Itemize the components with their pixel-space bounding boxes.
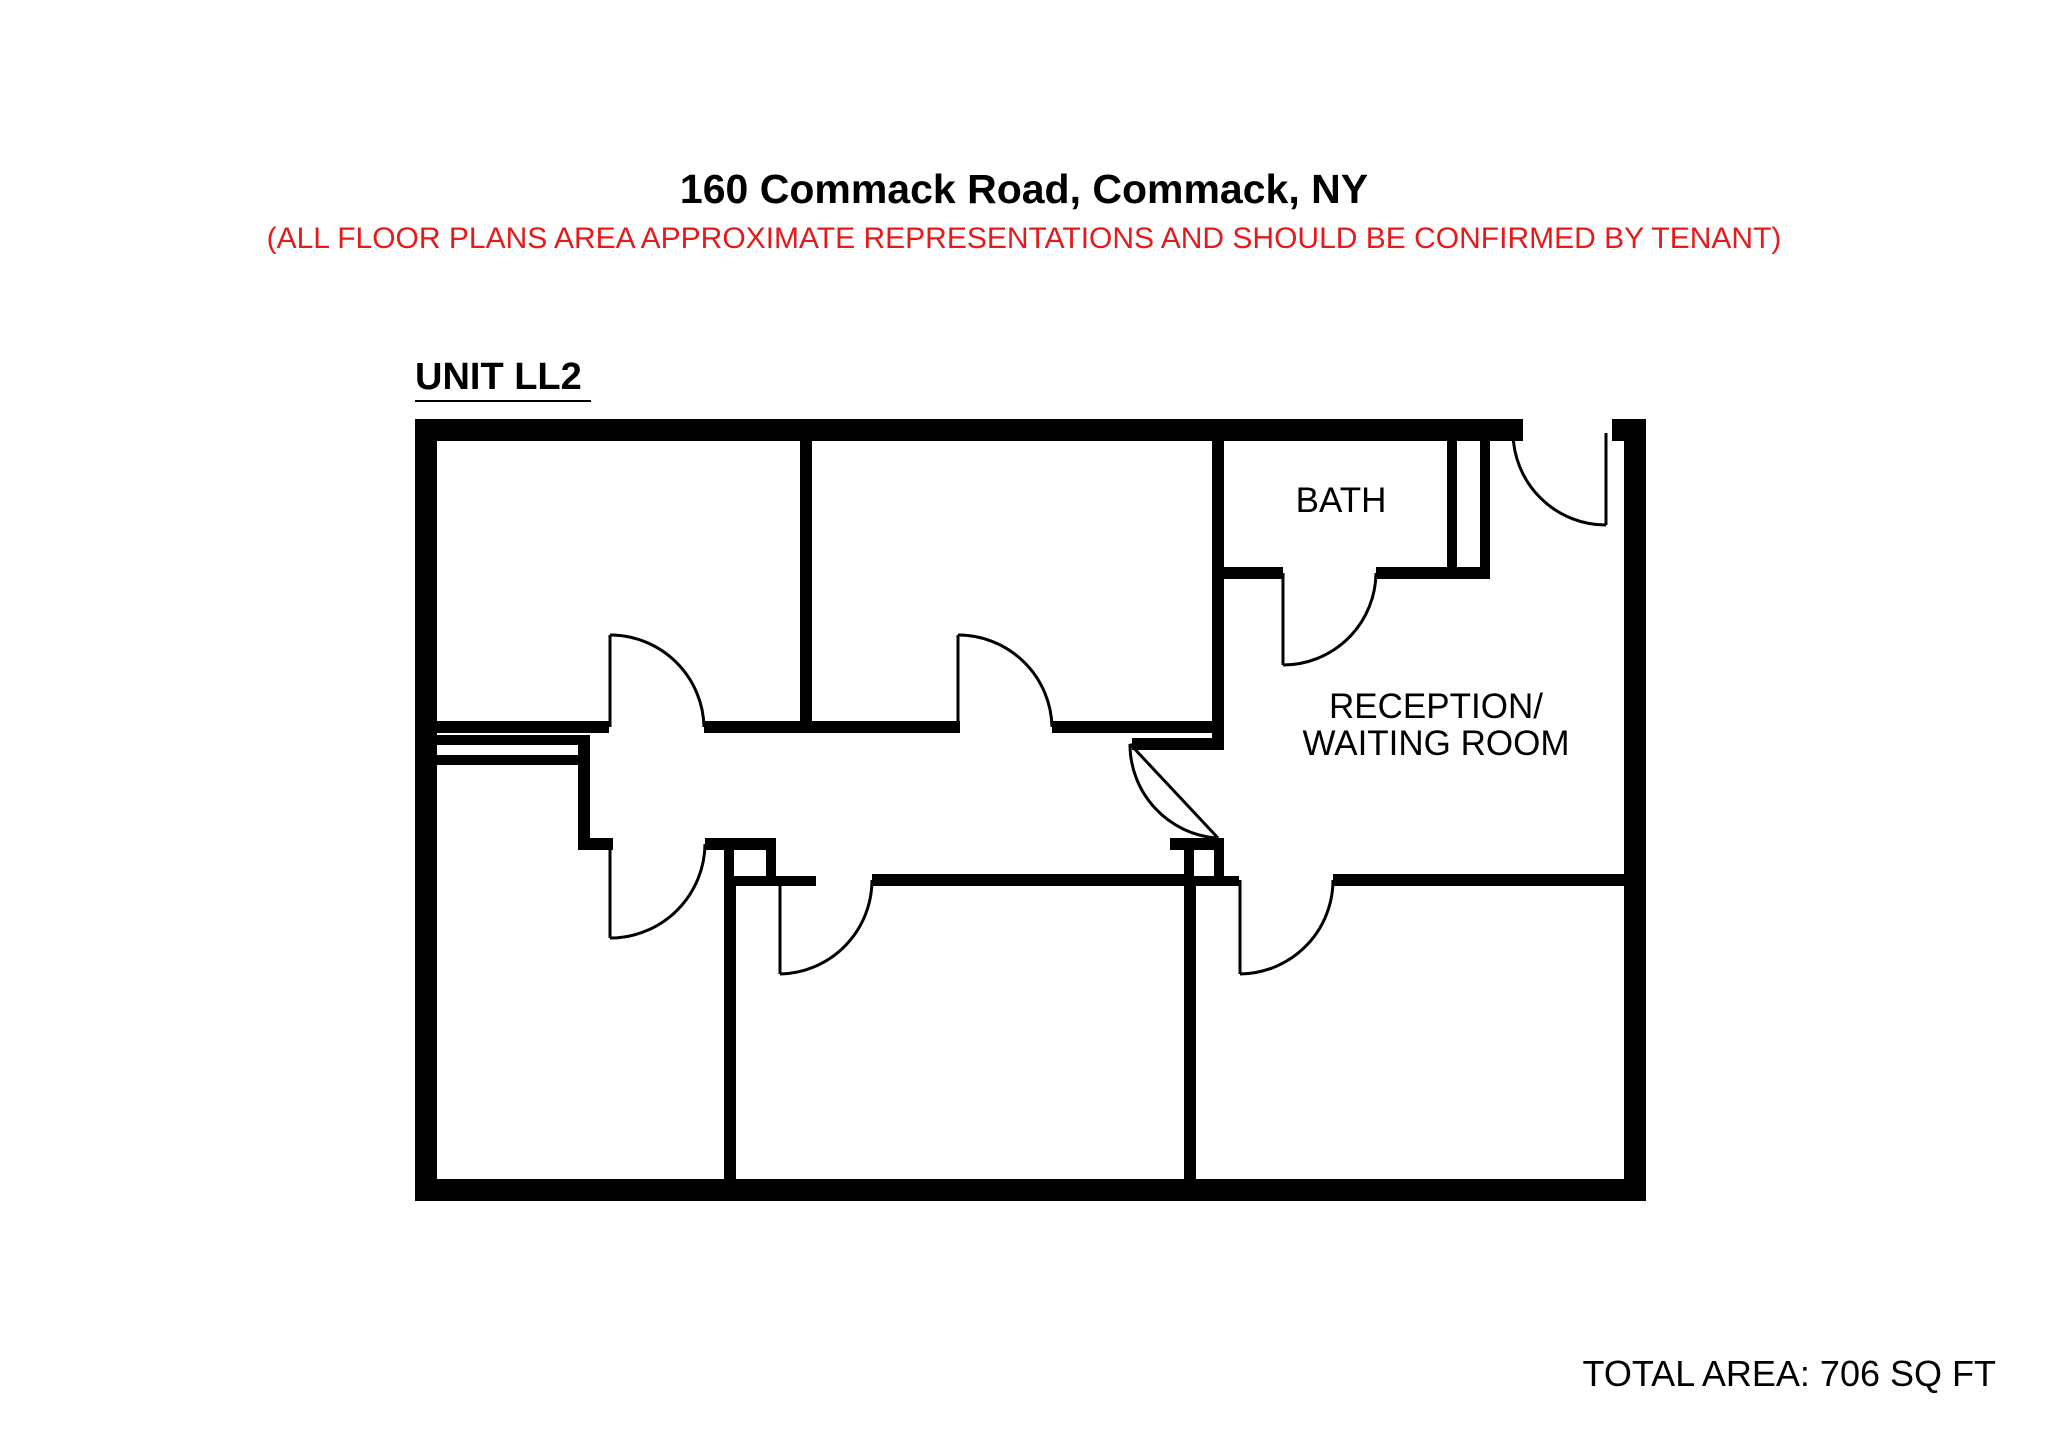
room-label-reception-line1: RECEPTION/ bbox=[1329, 687, 1543, 726]
wall-corridor-top-d bbox=[1132, 738, 1224, 750]
wall-closet-box-2-left bbox=[1184, 838, 1194, 886]
door-entry bbox=[1511, 432, 1608, 527]
wall-closet-box-1-bottom bbox=[724, 876, 816, 886]
wall-closet-box-1-left bbox=[724, 838, 734, 886]
wall-bath-closet-a bbox=[1447, 435, 1457, 579]
wall-top-left bbox=[415, 419, 1523, 441]
room-label-reception-line2: WAITING ROOM bbox=[1302, 724, 1569, 763]
unit-label: UNIT LL2 bbox=[415, 356, 582, 398]
door-lower-left bbox=[608, 843, 707, 940]
wall-left bbox=[415, 419, 437, 1201]
door-lower-middle bbox=[778, 879, 874, 976]
wall-left-closet-d bbox=[578, 838, 613, 850]
room-label-bath: BATH bbox=[1296, 481, 1387, 520]
wall-left-closet-a bbox=[437, 735, 587, 745]
wall-closet-box-1-top bbox=[724, 838, 776, 848]
exterior-walls bbox=[415, 419, 1646, 1201]
doors bbox=[608, 432, 1608, 976]
wall-upper-divider bbox=[800, 435, 812, 727]
wall-corridor-bottom-b bbox=[872, 874, 1186, 886]
door-upper-middle bbox=[956, 633, 1054, 728]
wall-corridor-top-b bbox=[704, 721, 960, 733]
wall-corridor-bottom-c bbox=[1333, 874, 1636, 886]
wall-closet-box-2-top bbox=[1184, 838, 1224, 848]
total-area-label: TOTAL AREA: 706 SQ FT bbox=[1582, 1353, 1996, 1394]
wall-bath-left bbox=[1212, 435, 1224, 750]
wall-bath-bottom-right bbox=[1376, 567, 1490, 579]
door-lower-right bbox=[1238, 879, 1335, 976]
unit-label-underline bbox=[415, 400, 591, 402]
wall-closet-box-1-right bbox=[766, 838, 776, 886]
wall-left-closet-c bbox=[578, 735, 590, 850]
interior-walls bbox=[437, 435, 1636, 1186]
wall-lower-divider-2 bbox=[1184, 876, 1196, 1186]
door-reception bbox=[1128, 742, 1220, 840]
wall-corridor-top-a bbox=[437, 721, 609, 733]
door-upper-left bbox=[608, 633, 706, 728]
wall-lower-divider-1 bbox=[724, 876, 736, 1186]
wall-corridor-top-c bbox=[1052, 721, 1224, 733]
wall-left-closet-b bbox=[437, 755, 587, 765]
wall-closet-box-2-bottom bbox=[1184, 876, 1239, 886]
wall-bottom bbox=[415, 1179, 1646, 1201]
page-title: 160 Commack Road, Commack, NY bbox=[679, 166, 1369, 212]
door-bath bbox=[1281, 572, 1378, 667]
wall-closet-box-2-right bbox=[1214, 838, 1224, 886]
wall-right bbox=[1624, 419, 1646, 1201]
wall-bath-bottom-left bbox=[1212, 567, 1283, 579]
disclaimer-note: (ALL FLOOR PLANS AREA APPROXIMATE REPRES… bbox=[266, 222, 1782, 255]
wall-bath-closet-b bbox=[1480, 435, 1490, 579]
